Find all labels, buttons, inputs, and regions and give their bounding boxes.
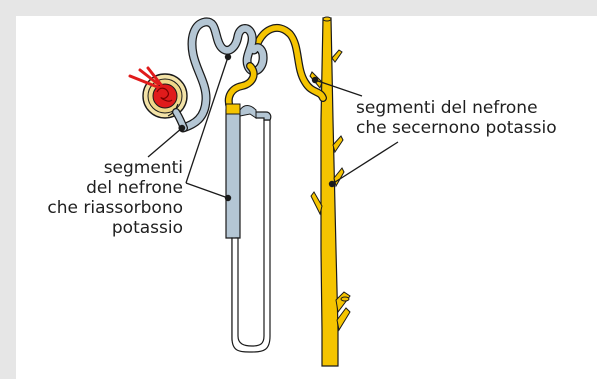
- secrete-label-line: che secernono potassio: [356, 118, 591, 138]
- collecting-duct-branch: [311, 192, 322, 214]
- reabsorb-label: segmenti del nefrone che riassorbono pot…: [30, 158, 183, 238]
- collecting-duct-trunk: [321, 18, 338, 366]
- collecting-duct: [310, 17, 350, 366]
- secrete-label-line: segmenti del nefrone: [356, 98, 591, 118]
- secrete-label: segmenti del nefrone che secernono potas…: [356, 98, 591, 138]
- reabsorb-label-line: segmenti: [30, 158, 183, 178]
- collecting-duct-branch: [333, 136, 343, 152]
- renal-corpuscle: [130, 68, 187, 128]
- reabsorb-label-line: potassio: [30, 218, 183, 238]
- reabsorb-label-line: del nefrone: [30, 178, 183, 198]
- reabsorb-label-line: che riassorbono: [30, 198, 183, 218]
- collecting-duct-branch: [332, 50, 342, 62]
- collecting-duct-branch: [336, 292, 350, 312]
